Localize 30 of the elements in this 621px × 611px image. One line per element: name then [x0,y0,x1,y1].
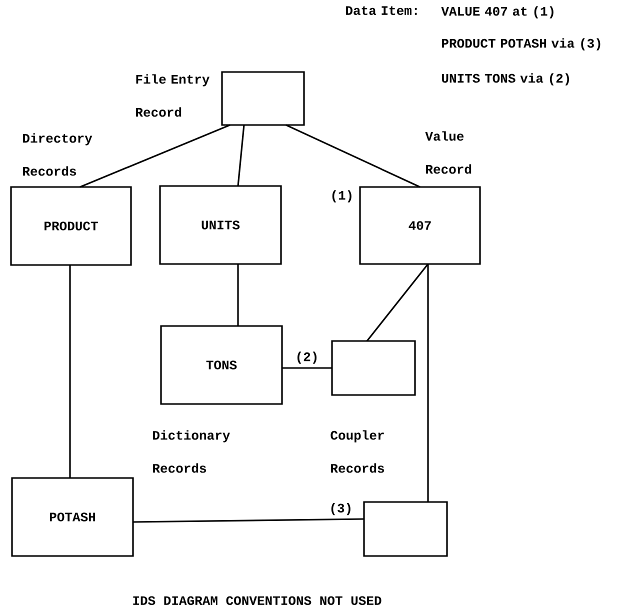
record-box: 407 [359,186,481,265]
text-label: Directory Records [23,133,92,176]
text-label: Coupler Records [330,430,384,473]
text-label: Data Item: [346,6,417,15]
text-label: UNITS TONS via (2) [442,73,569,86]
connector-line [69,265,71,478]
text-label: VALUE 407 at (1) [441,6,554,18]
record-box: TONS [160,325,283,405]
edge-label: (2) [294,350,320,365]
record-box [363,501,448,557]
edge-label: (3) [328,502,354,516]
side-label: Value Record [425,131,472,174]
connector-line [237,124,245,186]
connector-line [133,518,364,523]
record-box: PRODUCT [10,186,132,266]
connector-line [286,124,420,188]
connector-line [237,264,239,326]
record-box [221,71,305,126]
side-label: File Entry Record [136,74,210,117]
connector-line [366,264,429,342]
side-label: (1) [332,190,352,202]
record-box: UNITS [159,185,282,265]
connector-line [80,124,230,188]
record-box [331,340,416,396]
caption: IDS DIAGRAM CONVENTIONS NOT USED [133,596,382,606]
record-box: POTASH [11,477,134,557]
connector-line [427,264,429,502]
text-label: Dictionary Records [153,430,230,473]
text-label: PRODUCT POTASH via (3) [442,38,600,50]
connector-line [282,367,332,369]
